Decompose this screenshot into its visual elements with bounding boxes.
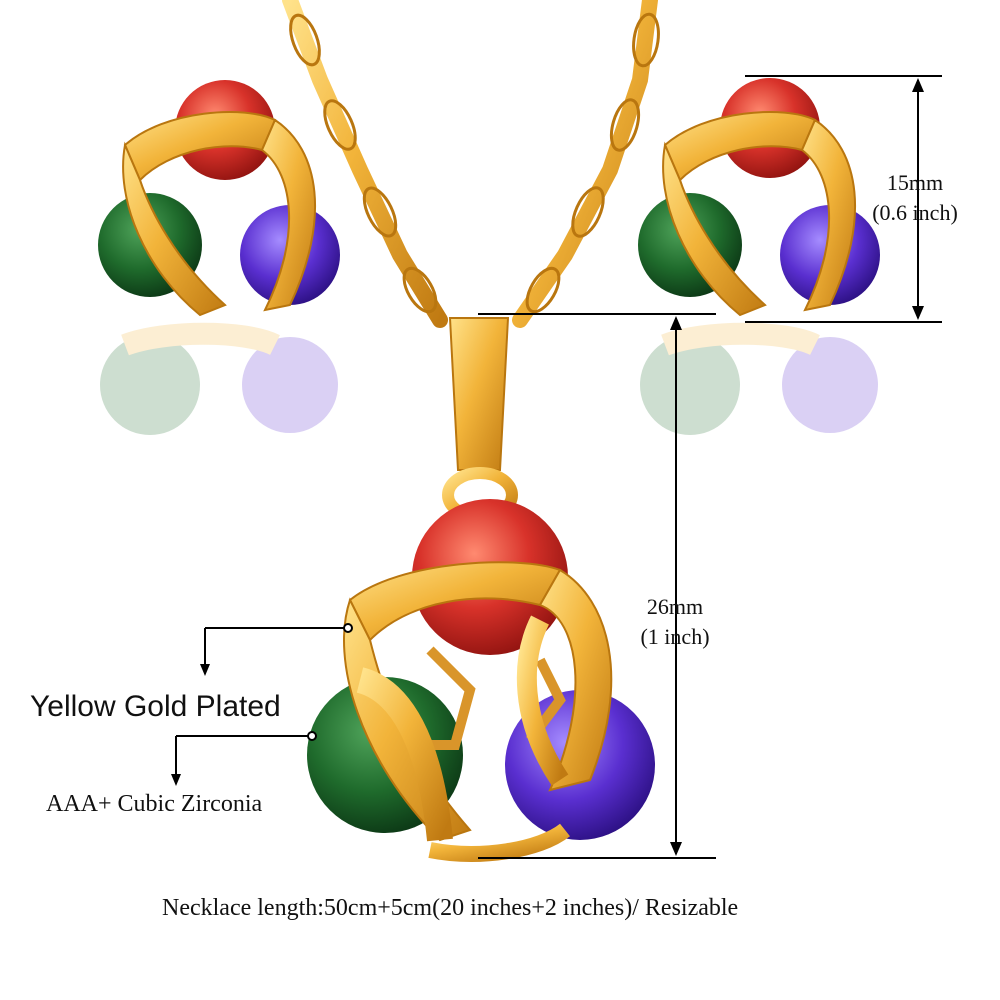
right-earring xyxy=(638,78,880,317)
necklace-length-label: Necklace length:50cm+5cm(20 inches+2 inc… xyxy=(162,895,739,921)
earring-size-inch: (0.6 inch) xyxy=(872,200,958,225)
necklace-chain xyxy=(282,0,658,328)
plating-label: Yellow Gold Plated xyxy=(30,690,281,723)
pendant-size-mm: 26mm xyxy=(646,594,704,619)
pendant xyxy=(307,499,655,862)
plating-callout xyxy=(200,623,353,676)
left-earring xyxy=(98,80,340,317)
earring-dimension xyxy=(745,75,942,323)
pendant-size-inch: (1 inch) xyxy=(640,624,710,649)
earring-size-mm: 15mm xyxy=(886,170,944,195)
chain-links xyxy=(289,12,660,314)
pendant-dimension xyxy=(478,313,716,859)
pendant-size-label: 26mm (1 inch) xyxy=(610,592,740,652)
earring-reflections xyxy=(100,322,878,435)
earring-size-label: 15mm (0.6 inch) xyxy=(850,168,980,228)
stone-callout xyxy=(171,731,317,786)
pendant-bail xyxy=(442,317,518,523)
stone-label: AAA+ Cubic Zirconia xyxy=(46,791,263,817)
